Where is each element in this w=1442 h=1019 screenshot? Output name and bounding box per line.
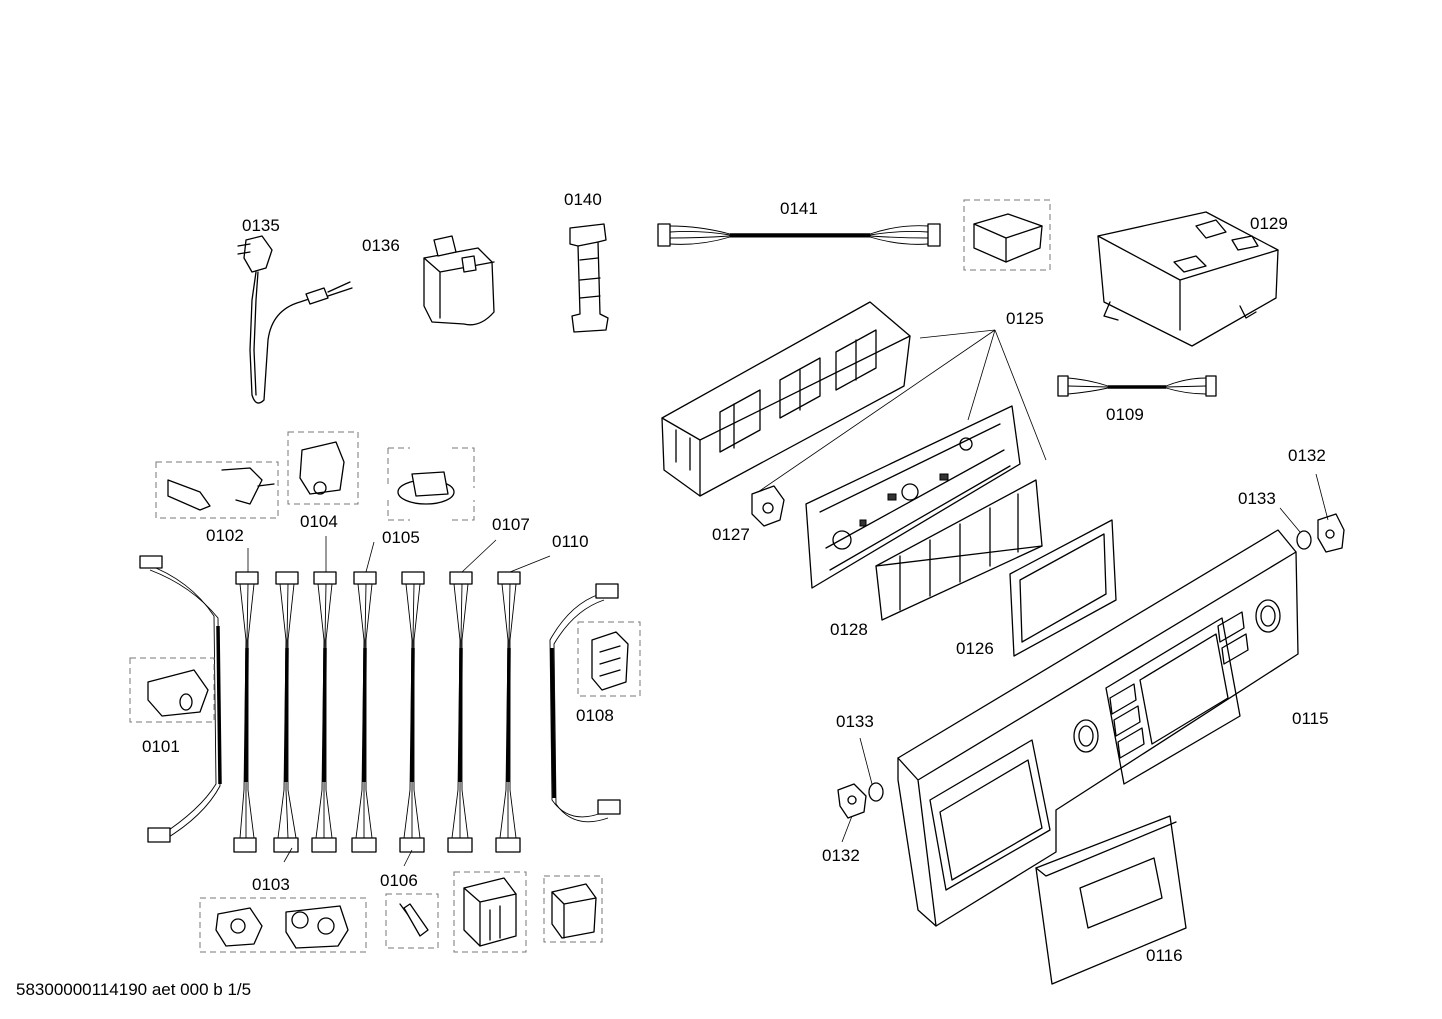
part-0108-connector [591, 631, 629, 691]
part-0109-cable [1057, 375, 1217, 397]
harness-1 [233, 571, 259, 853]
label-0125: 0125 [1006, 309, 1044, 328]
part-0135-power-cord [237, 235, 353, 404]
part-0140-bracket [569, 223, 609, 333]
harness-6 [447, 571, 473, 853]
leader-lines [247, 329, 1329, 867]
label-0116: 0116 [1146, 946, 1183, 965]
part-0128-keys [875, 479, 1043, 621]
label-0101: 0101 [142, 737, 180, 756]
part-0141-cable [657, 223, 941, 247]
part-0133-ring-lower [868, 782, 884, 802]
label-0135: 0135 [242, 216, 280, 235]
harness-3 [311, 571, 337, 853]
label-0109: 0109 [1106, 405, 1144, 424]
dashed-box-0106 [385, 893, 439, 949]
dashed-box-0102 [155, 461, 279, 519]
part-0106-sensor [399, 903, 429, 937]
part-0129-cover [1097, 211, 1279, 347]
part-0104-pressure-switch [299, 441, 345, 495]
dashed-box-0105 [387, 447, 475, 521]
label-0108: 0108 [576, 706, 614, 725]
part-filter-block [551, 883, 597, 939]
part-labels: 0135 0136 0140 0141 0129 0125 0109 0132 … [142, 190, 1329, 965]
module-part [973, 213, 1043, 263]
part-0132-clip-upper [1317, 513, 1345, 553]
label-0132-lower: 0132 [822, 846, 860, 865]
part-0125-frame [661, 301, 911, 497]
dashed-box-0103 [199, 897, 367, 953]
part-0136-suppressor [423, 235, 495, 326]
harness-4 [351, 571, 377, 853]
label-0105: 0105 [382, 528, 420, 547]
label-0110: 0110 [552, 532, 589, 551]
part-0105-valve [397, 471, 455, 505]
label-0133-upper: 0133 [1238, 489, 1276, 508]
label-0132-upper: 0132 [1288, 446, 1326, 465]
part-0106b-relay [463, 877, 517, 947]
label-0104: 0104 [300, 512, 338, 531]
label-0133-lower: 0133 [836, 712, 874, 731]
label-0128: 0128 [830, 620, 868, 639]
part-0126-display [1009, 519, 1117, 657]
part-0115-front-panel [897, 529, 1299, 927]
label-0115: 0115 [1292, 709, 1329, 728]
label-0102: 0102 [206, 526, 244, 545]
dashed-box-0106b [453, 871, 527, 953]
label-0127: 0127 [712, 525, 750, 544]
part-0101-pump [147, 669, 209, 717]
dashed-box-module [963, 199, 1051, 271]
part-0132-clip-lower [837, 783, 867, 819]
label-0103: 0103 [252, 875, 290, 894]
part-0133-ring-upper [1296, 530, 1312, 550]
part-0116-drawer-handle [1035, 815, 1187, 985]
wiring-harness-set [139, 555, 621, 853]
dashed-box-0101 [129, 657, 215, 723]
harness-5 [399, 571, 425, 853]
label-0106: 0106 [380, 871, 418, 890]
part-0127-sensor [751, 485, 785, 527]
harness-7 [495, 571, 521, 853]
dashed-box-0104 [287, 431, 359, 505]
label-0136: 0136 [362, 236, 400, 255]
label-0140: 0140 [564, 190, 602, 209]
label-0141: 0141 [780, 199, 818, 218]
label-0107: 0107 [492, 515, 530, 534]
part-pcb-board [805, 405, 1021, 589]
part-0103-valve-set [215, 905, 349, 949]
label-0126: 0126 [956, 639, 994, 658]
dashed-box-0108 [577, 621, 641, 697]
part-0102-sensor [167, 467, 275, 511]
harness-2 [273, 571, 299, 853]
document-id-footer: 58300000114190 aet 000 b 1/5 [16, 980, 252, 999]
label-0129: 0129 [1250, 214, 1288, 233]
dashed-box-part-right [543, 875, 603, 943]
